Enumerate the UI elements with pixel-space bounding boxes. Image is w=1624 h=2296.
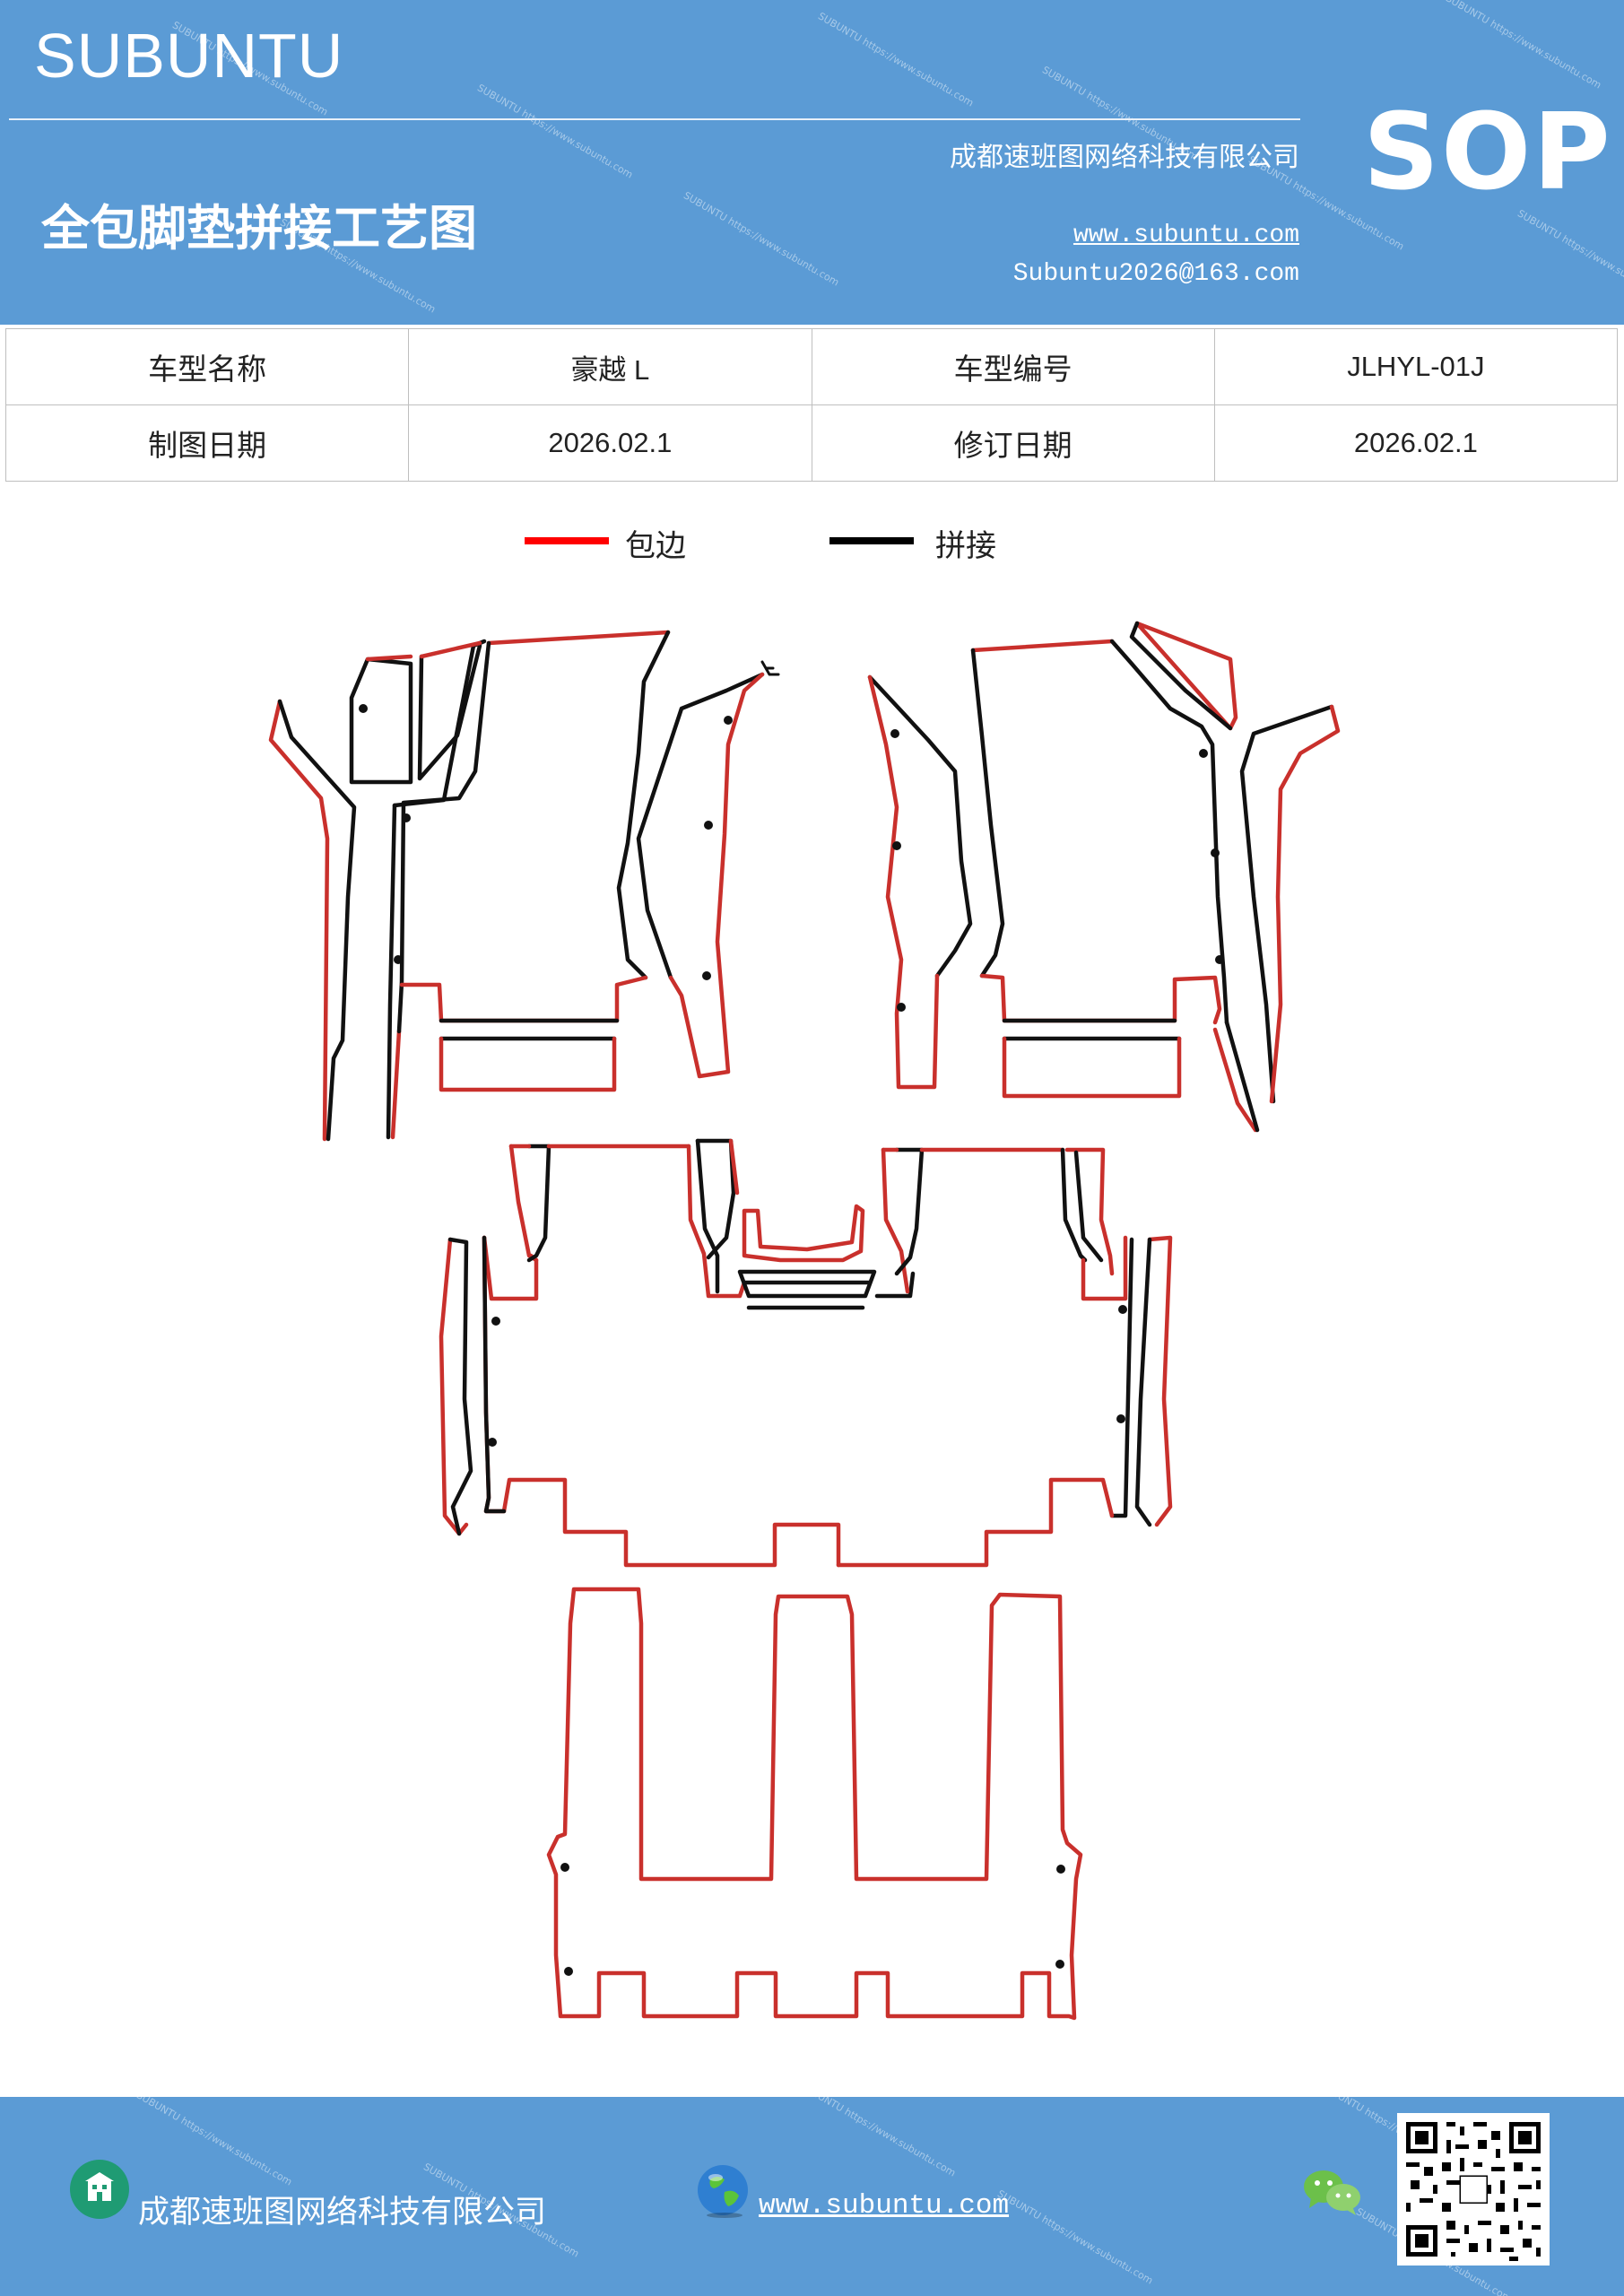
footer-company-name: 成都速班图网络科技有限公司 [138,2195,547,2231]
rear-row-mat [546,1587,1083,2021]
footer-website-link[interactable]: www.subuntu.com [759,2190,1010,2222]
vehicle-info-table: 车型名称 豪越 L 车型编号 JLHYL-01J 制图日期 2026.02.1 … [4,328,1619,482]
company-name: 成都速班图网络科技有限公司 [950,142,1299,173]
table-row: 制图日期 2026.02.1 修订日期 2026.02.1 [4,404,1619,482]
middle-row-mats [439,1138,1173,1568]
wechat-icon[interactable] [1300,2163,1365,2221]
table-cell: 车型编号 [811,328,1215,405]
table-cell: 豪越 L [408,328,812,405]
legend-swatch-red [525,537,609,544]
table-row: 车型名称 豪越 L 车型编号 JLHYL-01J [4,328,1619,405]
qr-code[interactable] [1397,2113,1550,2266]
watermark: SUBUNTU https://www.subuntu.com [798,2097,958,2179]
legend-swatch-black [829,537,914,544]
header-divider [9,118,1300,120]
legend-label: 拼接 [935,528,996,564]
table-cell: 2026.02.1 [1213,404,1619,482]
brand-logo-text: SUBUNTU [34,21,344,91]
legend-label: 包边 [625,528,686,564]
contact-email[interactable]: Subuntu2026@163.com [1012,260,1299,288]
table-cell: JLHYL-01J [1213,328,1619,405]
globe-icon [694,2161,751,2219]
table-cell: 制图日期 [4,404,410,482]
sop-badge: SOP [1363,90,1612,213]
table-cell: 车型名称 [4,328,410,405]
left-front-mats [268,630,780,1142]
header-banner: SUBUNTU https://www.subuntu.com SUBUNTU … [0,0,1624,325]
watermark: SUBUNTU https://www.subuntu.com [995,2187,1155,2287]
watermark: SUBUNTU https://www.subuntu.com [135,2097,294,2188]
website-link[interactable]: www.subuntu.com [1073,222,1299,249]
right-front-mats [867,621,1341,1133]
footer-banner: SUBUNTU https://www.subuntu.com SUBUNTU … [0,2097,1624,2296]
table-cell: 修订日期 [811,404,1215,482]
building-icon [70,2160,129,2219]
document-title: 全包脚垫拼接工艺图 [41,199,477,257]
table-cell: 2026.02.1 [408,404,812,482]
